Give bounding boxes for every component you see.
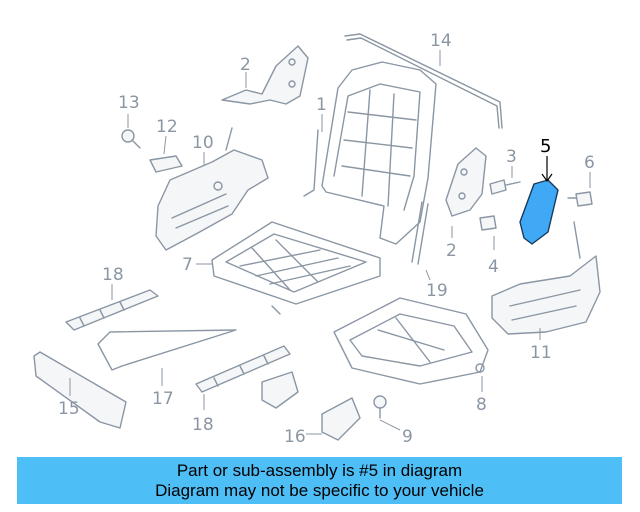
part-14-rod (344, 33, 503, 129)
part-4-bolt (479, 215, 497, 231)
info-banner: Part or sub-assembly is #5 in diagram Di… (17, 457, 622, 504)
callout-1: 1 (316, 95, 327, 115)
part-7-seat-frame (211, 221, 381, 315)
part-18-upper-rail (65, 289, 159, 331)
part-13-bolt (121, 129, 141, 149)
part-2-upper-bracket (221, 45, 309, 105)
callout-6: 6 (584, 153, 595, 173)
part-8-track-mechanism (333, 297, 489, 385)
callout-11: 11 (530, 343, 552, 363)
part-16-bracket-a (261, 371, 299, 409)
callout-18: 18 (192, 415, 214, 435)
callout-8: 8 (476, 395, 487, 415)
banner-line-disclaimer: Diagram may not be specific to your vehi… (155, 480, 484, 500)
callout-16: 16 (284, 427, 306, 447)
part-5-highlighted-cover (519, 179, 559, 245)
callout-18: 18 (102, 265, 124, 285)
part-19-rod (411, 201, 429, 265)
part-3-bolt (489, 179, 521, 195)
parts-diagram: 1 2 2 3 4 5 6 7 8 9 10 11 12 13 14 15 16… (33, 31, 601, 447)
callout-4: 4 (488, 257, 499, 277)
part-12-spacer (149, 155, 183, 173)
part-9-bolt (373, 395, 387, 419)
part-18-lower-rail (195, 345, 291, 393)
callout-10: 10 (192, 133, 214, 153)
callout-2: 2 (446, 241, 457, 261)
part-10-side-cover (155, 127, 269, 251)
callout-9: 9 (402, 427, 413, 447)
callout-15: 15 (58, 399, 80, 419)
callout-2: 2 (240, 55, 251, 75)
callout-19: 19 (426, 281, 448, 301)
callout-7: 7 (182, 255, 193, 275)
callout-5: 5 (540, 136, 551, 157)
callout-17: 17 (152, 389, 174, 409)
part-16-bracket-b (321, 397, 361, 441)
callout-14: 14 (430, 31, 452, 51)
part-15-lower-cover (33, 351, 127, 429)
callout-12: 12 (156, 117, 178, 137)
part-6-bolt (567, 191, 593, 207)
part-1-seat-back-frame (303, 61, 437, 245)
callout-13: 13 (118, 93, 140, 113)
leader-lines (69, 50, 591, 435)
callout-3: 3 (506, 147, 517, 167)
banner-line-part-number: Part or sub-assembly is #5 in diagram (176, 460, 463, 480)
part-17-wire (97, 329, 237, 371)
part-2-side-bracket (445, 147, 487, 217)
part-11-outer-trim (491, 221, 601, 335)
